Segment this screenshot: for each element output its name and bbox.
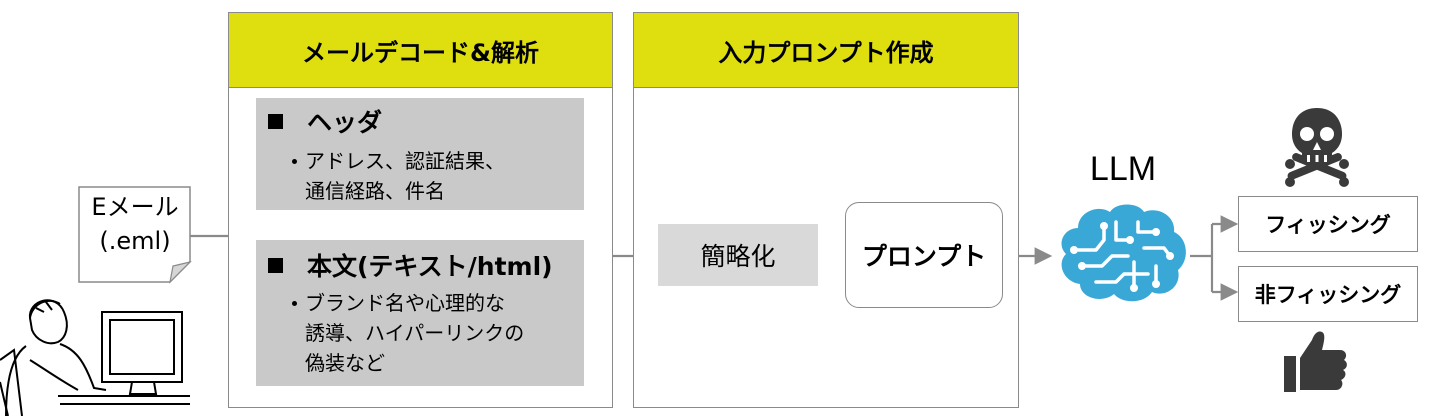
summarize-box: 簡略化 — [658, 224, 818, 286]
body-section-title: 本文(テキスト/html) — [307, 252, 553, 281]
body-bullet-line2: 誘導、ハイパーリンクの — [305, 321, 525, 345]
body-section-heading: 本文(テキスト/html) — [268, 248, 553, 282]
summarize-label: 簡略化 — [700, 242, 776, 271]
non-phishing-label: 非フィッシング — [1254, 283, 1402, 307]
phishing-label: フィッシング — [1265, 213, 1391, 237]
header-bullet-line2: 通信経路、件名 — [305, 179, 445, 203]
body-section-bullet: ブランド名や心理的な 誘導、ハイパーリンクの 偽装など — [292, 288, 524, 378]
body-bullet-line1: ブランド名や心理的な — [305, 291, 505, 315]
email-document-icon — [78, 186, 192, 284]
decode-panel-title: メールデコード&解析 — [229, 13, 612, 88]
bullet-dot-icon — [292, 301, 297, 306]
email-label: Eメール (.eml) — [78, 190, 192, 258]
header-section-heading: ヘッダ — [268, 104, 382, 138]
email-label-line1: Eメール — [91, 193, 179, 221]
person-at-computer-icon — [0, 299, 190, 416]
body-section-box: 本文(テキスト/html) ブランド名や心理的な 誘導、ハイパーリンクの 偽装な… — [256, 240, 584, 386]
llm-label: LLM — [1089, 150, 1157, 188]
header-section-title: ヘッダ — [307, 108, 383, 137]
header-section-bullet: アドレス、認証結果、 通信経路、件名 — [292, 146, 505, 206]
non-phishing-output-box: 非フィッシング — [1238, 266, 1418, 322]
prompt-panel-title: 入力プロンプト作成 — [634, 13, 1018, 88]
bullet-dot-icon — [292, 159, 297, 164]
body-bullet-line3: 偽装など — [305, 351, 385, 375]
header-bullet-line1: アドレス、認証結果、 — [305, 149, 505, 173]
skull-crossbones-icon — [1285, 108, 1349, 187]
brain-circuit-icon — [1061, 204, 1186, 302]
square-bullet-icon — [268, 257, 283, 273]
prompt-box: プロンプト — [845, 202, 1003, 308]
phishing-output-box: フィッシング — [1238, 196, 1418, 252]
prompt-label: プロンプト — [861, 242, 987, 271]
header-section-box: ヘッダ アドレス、認証結果、 通信経路、件名 — [256, 98, 584, 210]
thumbs-up-icon — [1284, 331, 1347, 392]
square-bullet-icon — [268, 113, 283, 129]
email-label-line2: (.eml) — [99, 227, 171, 255]
